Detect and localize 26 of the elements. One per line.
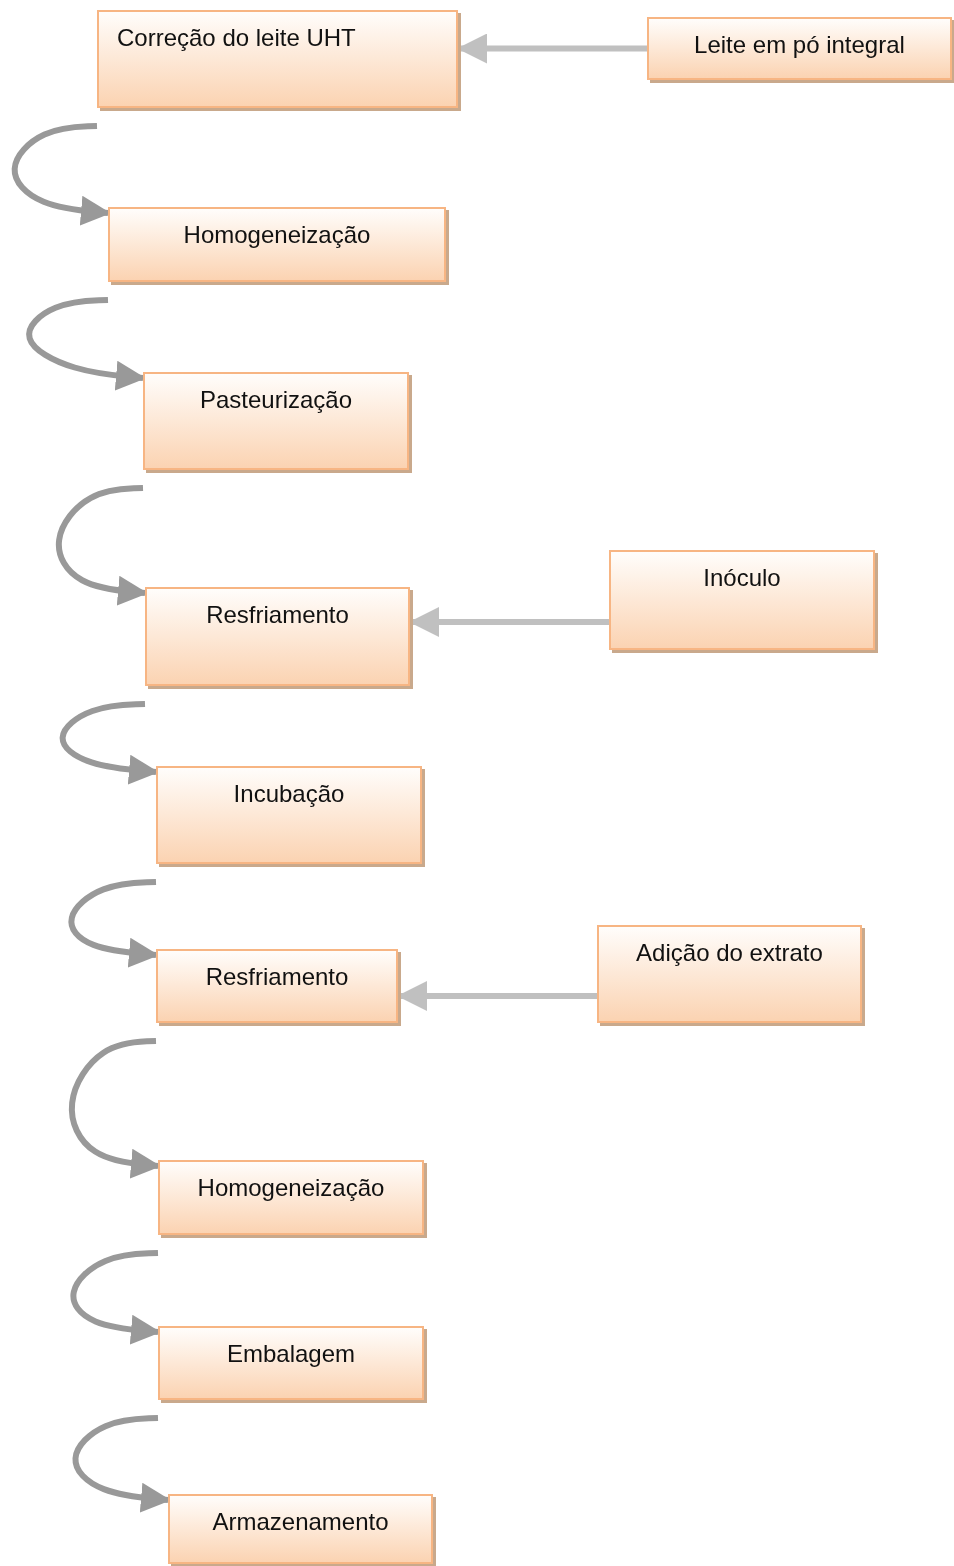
step-label: Armazenamento <box>211 1508 390 1537</box>
step-label: Homogeneização <box>182 221 372 250</box>
process-box <box>158 1160 424 1235</box>
process-box <box>108 207 446 282</box>
process-box <box>168 1494 433 1564</box>
process-box <box>156 949 398 1023</box>
process-box <box>158 1326 424 1400</box>
step-label: Inóculo <box>702 564 782 593</box>
process-box <box>97 10 458 108</box>
process-box <box>145 587 410 686</box>
process-box <box>156 766 422 864</box>
step-label: Incubação <box>232 780 346 809</box>
step-label: Resfriamento <box>204 963 350 992</box>
step-label: Pasteurização <box>198 386 354 415</box>
process-box <box>609 550 875 650</box>
arrow <box>70 1250 161 1345</box>
process-box <box>647 17 952 80</box>
step-label: Homogeneização <box>196 1174 386 1203</box>
arrow <box>68 879 159 968</box>
step-label: Adição do extrato <box>635 939 824 968</box>
process-box <box>597 925 862 1023</box>
step-label: Leite em pó integral <box>693 31 906 60</box>
step-label: Resfriamento <box>205 601 350 630</box>
step-label: Correção do leite UHT <box>117 24 357 53</box>
process-box <box>143 372 409 470</box>
step-label: Embalagem <box>225 1340 357 1369</box>
